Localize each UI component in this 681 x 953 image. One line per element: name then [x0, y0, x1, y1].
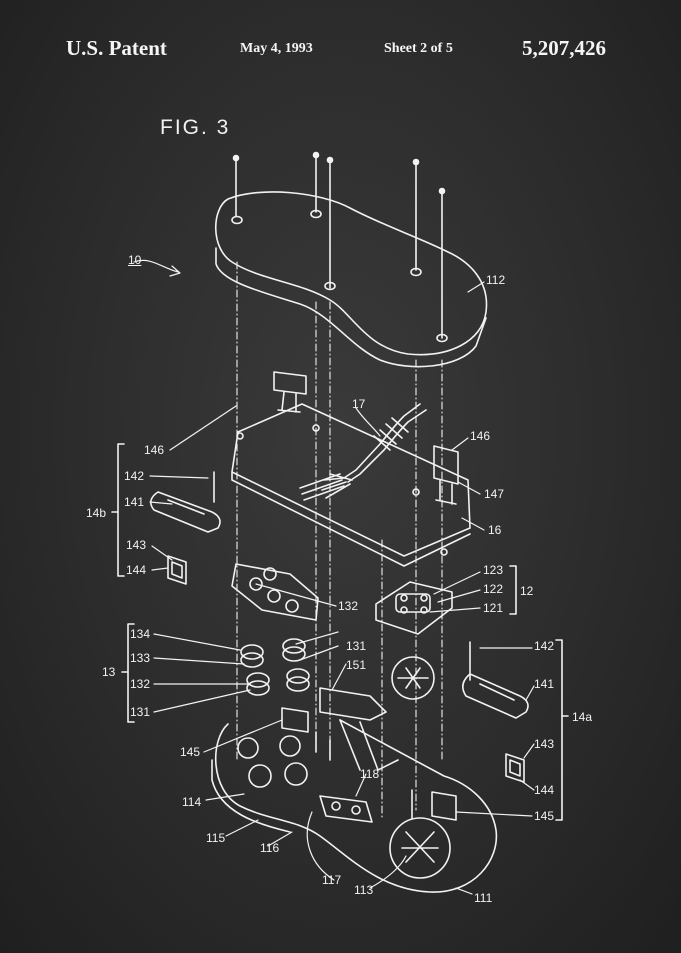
label-upper-case: 112	[486, 273, 506, 287]
label-left-spring: 142	[124, 469, 145, 483]
sheet-number: Sheet 2 of 5	[384, 41, 453, 56]
label-right-button-tag: 143	[534, 737, 555, 751]
label-circuit-board: 16	[488, 523, 502, 537]
label-disc-bottom: 121	[483, 601, 504, 615]
circuit-board	[232, 404, 470, 566]
label-button-left-132: 132	[130, 677, 151, 691]
label-left-holder: 145	[180, 745, 201, 759]
label-button-134: 134	[130, 627, 151, 641]
label-button-right-131: 131	[346, 639, 367, 653]
patent-number: 5,207,426	[522, 36, 606, 60]
alignment-lines	[237, 262, 442, 820]
label-button-group: 13	[102, 665, 116, 679]
label-board-left-clip: 146	[144, 443, 165, 457]
left-membrane	[232, 564, 318, 620]
figure-caption: FIG. 3	[160, 116, 231, 139]
label-left-slider: 141	[124, 495, 145, 509]
label-button-left-131: 131	[130, 705, 151, 719]
upper-case	[216, 192, 487, 367]
label-board-right-clip: 146	[470, 429, 491, 443]
screws	[234, 153, 445, 339]
label-right-button: 144	[534, 783, 555, 797]
label-right-holder: 145	[534, 809, 555, 823]
label-right-unit-group: 14a	[572, 710, 593, 724]
label-post: 117	[322, 873, 342, 887]
label-left-button: 144	[126, 563, 147, 577]
label-left-button-tag: 143	[126, 538, 147, 552]
board-clips	[274, 372, 458, 504]
patent-date: May 4, 1993	[240, 41, 313, 56]
label-disc-top: 123	[483, 563, 504, 577]
cable	[322, 404, 426, 498]
label-lower-case: 111	[474, 891, 493, 905]
label-right-slider: 141	[534, 677, 555, 691]
label-direction-unit: 12	[520, 584, 534, 598]
label-boss: 114	[182, 795, 202, 809]
label-button-133: 133	[130, 651, 151, 665]
direction-unit	[376, 566, 516, 699]
label-right-spring: 142	[534, 639, 555, 653]
holder-bracket	[282, 688, 398, 770]
label-disc-mid: 122	[483, 582, 504, 596]
label-right-clip-tab: 147	[484, 487, 505, 501]
patent-title: U.S. Patent	[66, 36, 167, 60]
label-holder-151: 151	[346, 658, 367, 672]
left-slider-group	[112, 444, 220, 584]
lower-case	[212, 720, 496, 892]
label-boss-small: 116	[260, 841, 280, 855]
label-boss-ring: 115	[206, 831, 226, 845]
button-stack	[122, 624, 309, 722]
label-cable: 17	[352, 397, 366, 411]
label-rib: 118	[360, 767, 380, 781]
label-assembly: 10	[128, 253, 142, 267]
label-cross-seat: 113	[354, 883, 374, 897]
label-button-top-132: 132	[338, 599, 359, 613]
leader-lines	[134, 260, 534, 894]
right-slider-group	[432, 640, 568, 820]
label-left-unit-group: 14b	[86, 506, 107, 520]
